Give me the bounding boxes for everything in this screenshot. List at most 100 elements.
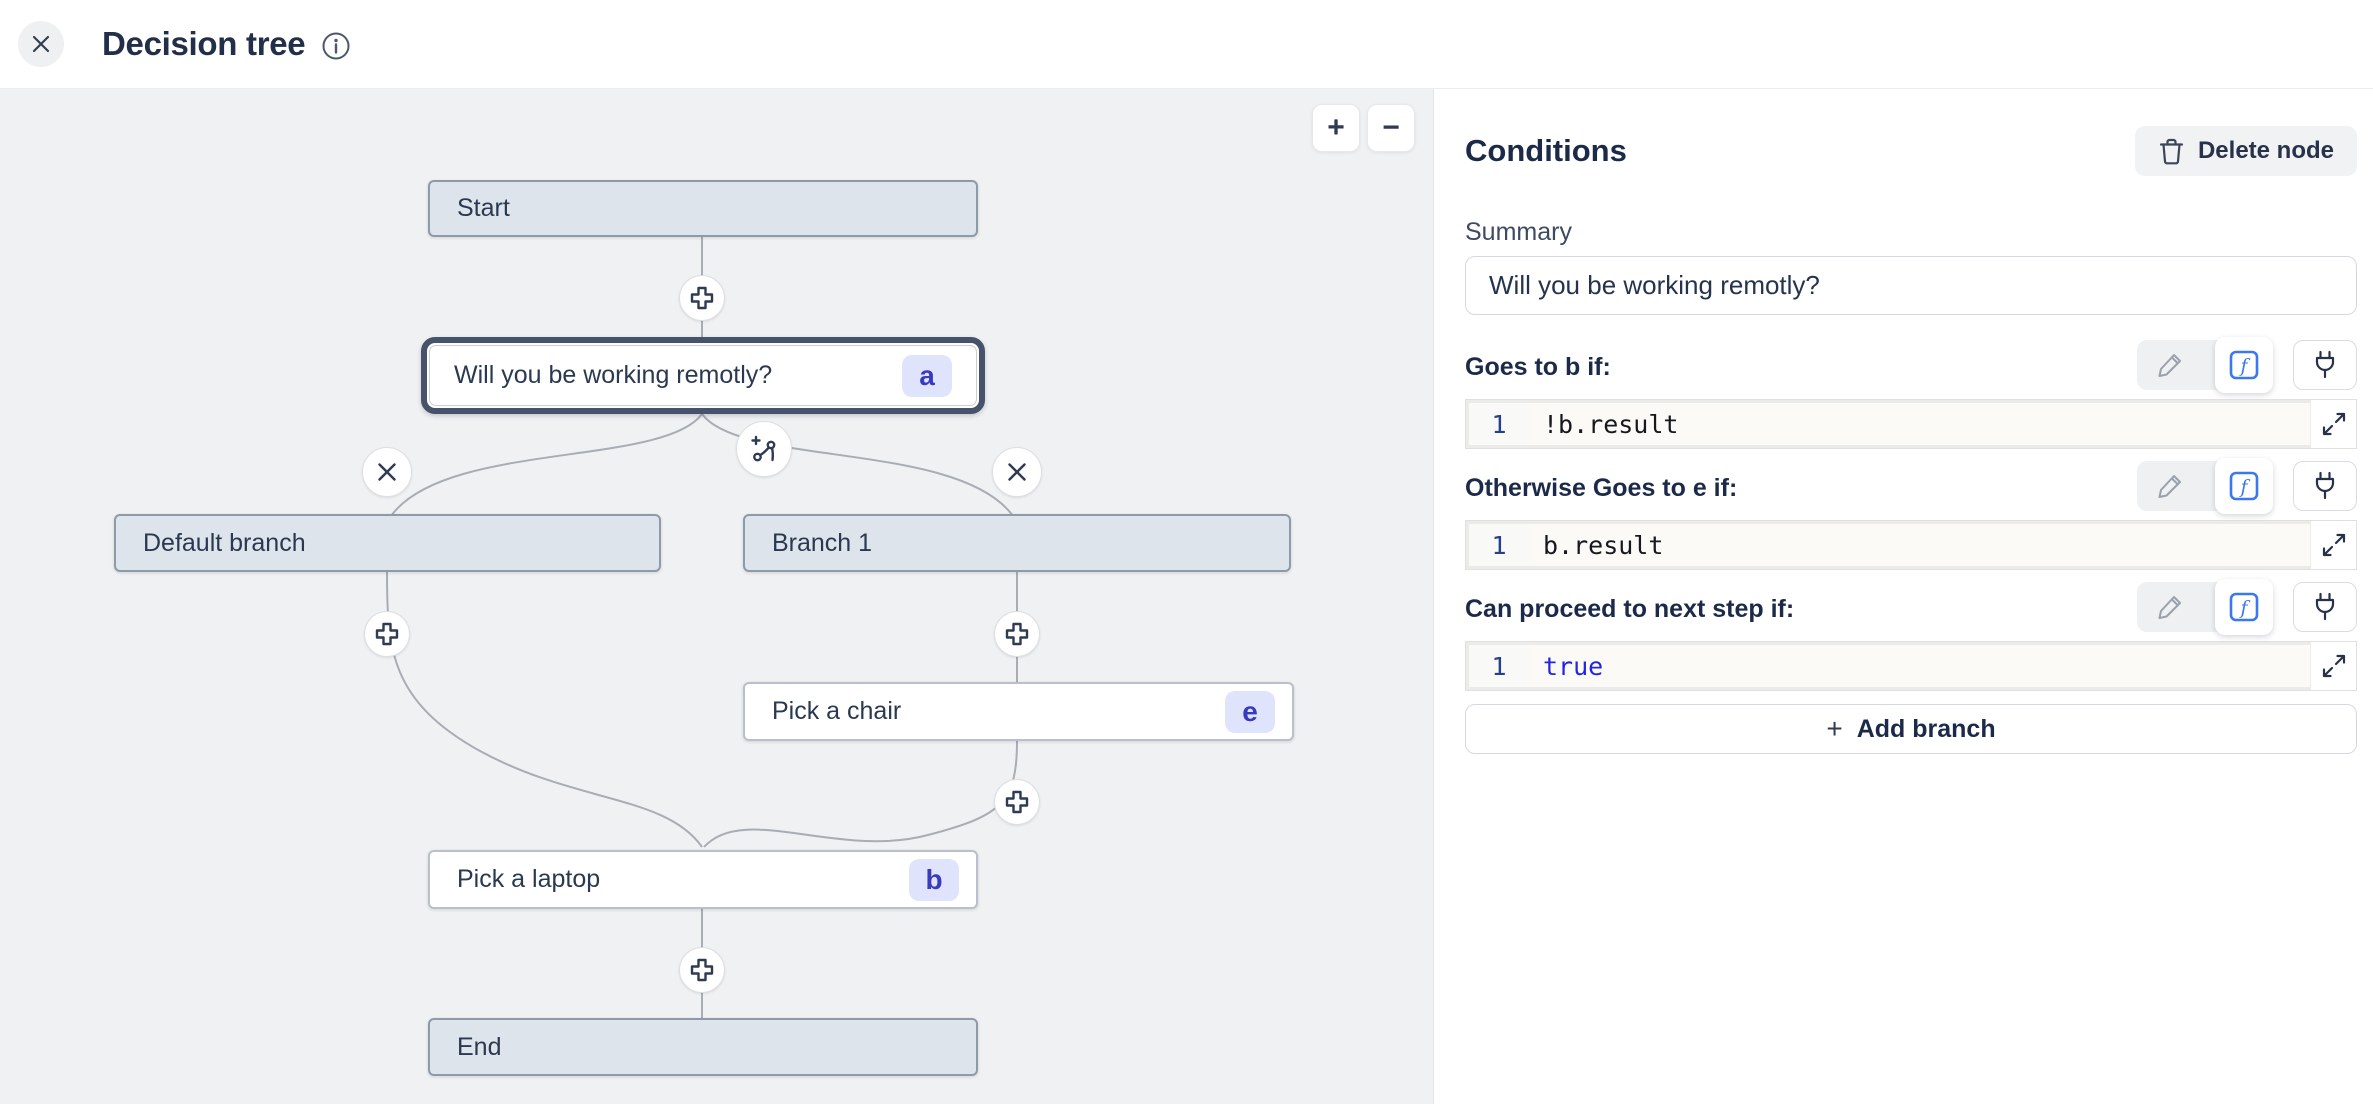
editor-mode-toggle: f [2137,458,2273,514]
expand-editor-button[interactable] [2310,521,2356,569]
delete-node-label: Delete node [2197,137,2334,164]
info-icon[interactable] [321,31,351,61]
function-icon: f [2228,591,2260,623]
svg-text:f: f [2238,476,2250,498]
line-number: 1 [1469,403,1529,445]
node-question-inner: Will you be working remotly? a [429,345,977,406]
code-editor[interactable]: 1 !b.result [1465,399,2357,449]
edge-question-branch1 [701,413,1014,517]
node-label: Start [457,194,510,222]
add-node-button[interactable] [994,779,1040,825]
edge-default-laptop [386,571,703,848]
connect-source-button[interactable] [2293,340,2357,390]
plug-icon [2310,470,2340,502]
pencil-icon[interactable] [2137,350,2203,380]
expand-icon [2321,411,2347,437]
plus-icon: + [1826,713,1843,744]
pencil-icon[interactable] [2137,471,2203,501]
edge-question-default [390,413,703,517]
plus-icon [372,619,402,649]
x-icon [375,460,399,484]
svg-text:f: f [2238,355,2250,377]
plug-icon [2310,591,2340,623]
connect-source-button[interactable] [2293,461,2357,511]
condition-label: Goes to b if: [1465,353,1611,381]
delete-node-button[interactable]: Delete node [2134,126,2357,176]
node-label: End [457,1032,502,1061]
header: Decision tree [0,0,2373,88]
code-editor[interactable]: 1 b.result [1465,520,2357,570]
panel-header: Conditions Delete node [1465,126,2357,176]
pencil-icon[interactable] [2137,592,2203,622]
condition-label: Otherwise Goes to e if: [1465,474,1738,502]
condition-block: Otherwise Goes to e if: f [1465,458,2357,570]
editor-mode-toggle: f [2137,579,2273,635]
expand-editor-button[interactable] [2310,642,2356,690]
code-value[interactable]: true [1529,645,2310,687]
editor-mode-toggle: f [2137,337,2273,393]
trash-icon [2158,137,2185,166]
connect-source-button[interactable] [2293,582,2357,632]
node-label: Default branch [143,528,306,557]
edge-chair-laptop [703,740,1018,848]
function-mode-button[interactable]: f [2215,458,2273,514]
expand-icon [2321,653,2347,679]
node-id-badge: b [909,858,959,901]
add-node-button[interactable] [364,611,410,657]
plus-icon [687,955,717,985]
summary-label: Summary [1465,218,1572,246]
plus-icon [1002,619,1032,649]
plus-icon [1002,787,1032,817]
node-id-badge: a [902,354,952,397]
svg-text:f: f [2238,597,2250,619]
expand-icon [2321,532,2347,558]
flow-canvas[interactable]: + − Start Will you be working remotly? a… [0,89,1433,1104]
remove-branch-button-left[interactable] [362,447,412,497]
conditions-panel: Conditions Delete node Summary Goes to b… [1433,89,2373,1104]
add-branch-label: Add branch [1856,714,1996,743]
main: + − Start Will you be working remotly? a… [0,88,2373,1104]
panel-title: Conditions [1465,133,1627,168]
close-icon [29,32,53,56]
node-label: Pick a laptop [457,865,601,893]
line-number: 1 [1469,645,1529,687]
summary-input[interactable] [1465,256,2357,315]
node-pick-a-laptop[interactable]: Pick a laptop b [428,850,978,909]
add-node-button[interactable] [994,611,1040,657]
remove-branch-button-right[interactable] [992,447,1042,497]
function-mode-button[interactable]: f [2215,579,2273,635]
condition-toolbar: f [2137,458,2357,514]
expand-editor-button[interactable] [2310,400,2356,448]
x-icon [1005,460,1029,484]
add-node-button[interactable] [679,947,725,993]
node-default-branch[interactable]: Default branch [114,514,661,572]
zoom-out-button[interactable]: − [1367,104,1415,152]
condition-toolbar: f [2137,337,2357,393]
node-label: Pick a chair [772,697,902,725]
condition-block: Goes to b if: f [1465,337,2357,449]
function-icon: f [2228,470,2260,502]
code-editor[interactable]: 1 true [1465,641,2357,691]
branch-plus-icon [747,432,781,466]
node-pick-a-chair[interactable]: Pick a chair e [743,682,1294,741]
code-value[interactable]: !b.result [1529,403,2310,445]
condition-toolbar: f [2137,579,2357,635]
plus-icon [687,283,717,313]
line-number: 1 [1469,524,1529,566]
code-value[interactable]: b.result [1529,524,2310,566]
node-start[interactable]: Start [428,180,978,237]
close-button[interactable] [18,21,64,67]
add-node-button[interactable] [679,275,725,321]
add-branch-button-canvas[interactable] [736,421,792,477]
zoom-in-button[interactable]: + [1312,104,1360,152]
node-question-selected[interactable]: Will you be working remotly? a [421,337,985,414]
add-branch-button[interactable]: + Add branch [1465,704,2357,754]
node-branch-1[interactable]: Branch 1 [743,514,1291,572]
condition-block: Can proceed to next step if: f [1465,579,2357,691]
function-icon: f [2228,349,2260,381]
page-title: Decision tree [102,25,306,62]
condition-label: Can proceed to next step if: [1465,595,1795,623]
function-mode-button[interactable]: f [2215,337,2273,393]
node-end[interactable]: End [428,1018,978,1076]
